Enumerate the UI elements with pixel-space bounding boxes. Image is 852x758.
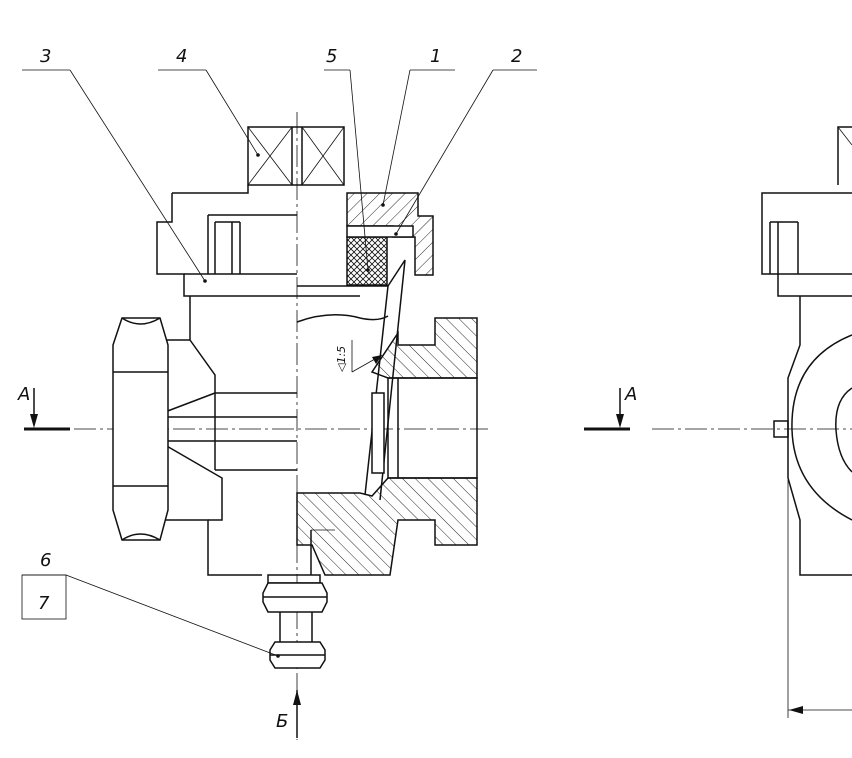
section-b-label: Б (276, 711, 288, 732)
section-mark-a-right: A (584, 384, 637, 431)
callout-1: 1 (430, 46, 441, 67)
callout-2: 2 (511, 46, 522, 67)
main-view: ◁1:5 A Б (17, 46, 537, 740)
callout-5: 5 (326, 46, 337, 67)
body-section (296, 317, 478, 576)
square-head (247, 126, 345, 186)
tapered-plug (296, 259, 406, 501)
cover-left (156, 185, 297, 297)
section-mark-b: Б (276, 690, 301, 738)
section-a-left-label: A (17, 384, 30, 405)
callout-6: 6 (40, 550, 51, 571)
side-view: A (584, 126, 852, 718)
side-hex-nut (112, 317, 297, 541)
body-left (164, 296, 297, 576)
taper-label: ◁1:5 (335, 346, 348, 372)
section-mark-a-left: A (17, 384, 70, 431)
callout-4: 4 (176, 46, 187, 67)
callout-leaders (21, 69, 537, 658)
taper-indicator: ◁1:5 (335, 340, 383, 373)
section-a-right-label: A (624, 384, 637, 405)
callout-3: 3 (40, 46, 51, 67)
callout-7: 7 (38, 593, 50, 614)
cover-section (346, 192, 434, 286)
